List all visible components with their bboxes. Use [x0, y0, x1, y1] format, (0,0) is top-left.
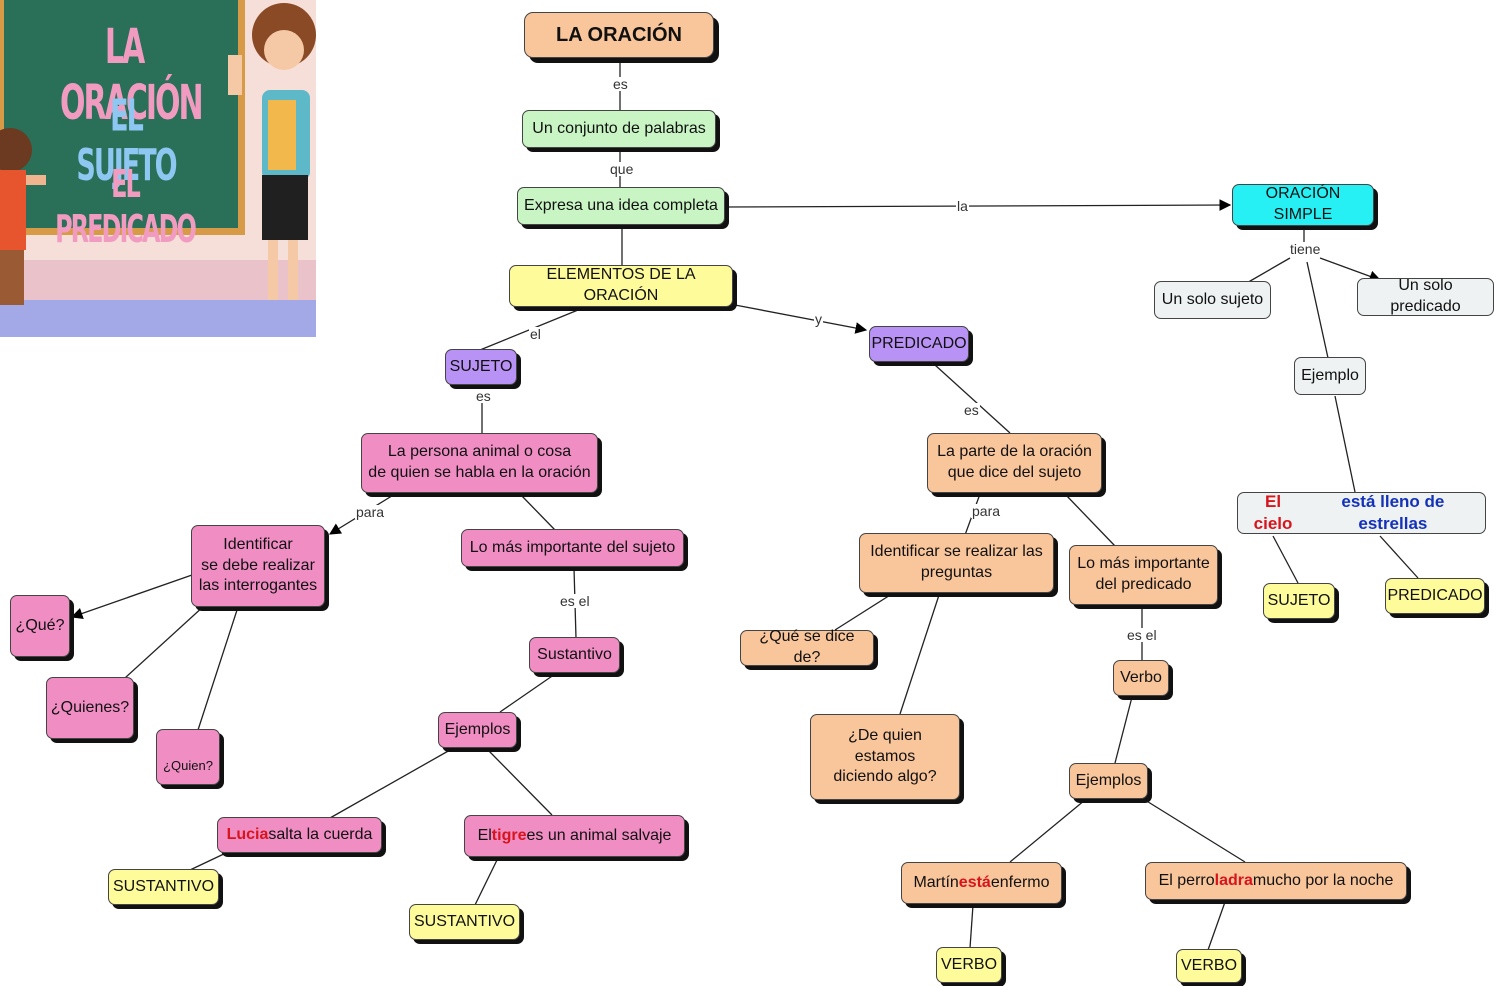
link-identificar-quien	[197, 606, 239, 731]
link-perro-verbo	[1207, 901, 1226, 951]
link-cielo-sujeto	[1272, 535, 1299, 584]
link-tiene-ejemplo	[1306, 261, 1329, 359]
link-ejemplo-cielo	[1334, 395, 1356, 493]
node-sustantivo-2[interactable]: SUSTANTIVO	[409, 904, 520, 940]
link-label-es-el-predicado: es el	[1126, 627, 1158, 643]
node-verbo-2[interactable]: VERBO	[1176, 949, 1242, 983]
link-label-es-predicado: es	[963, 402, 980, 418]
martin-highlight: está	[958, 873, 991, 891]
link-identificar-quienes	[124, 604, 206, 679]
node-verbo[interactable]: Verbo	[1113, 660, 1169, 696]
link-ejemplos-tigre	[487, 749, 553, 816]
perro-highlight: ladra	[1214, 871, 1253, 889]
martin-rest: enfermo	[990, 873, 1050, 891]
link-label-tiene: tiene	[1289, 241, 1322, 257]
link-sustantivo-ejemplos	[499, 671, 559, 713]
link-cielo-predicado	[1379, 535, 1419, 579]
node-elementos-oracion[interactable]: ELEMENTOS DE LA ORACIÓN	[509, 265, 733, 307]
martin-start: Martín	[913, 873, 959, 891]
perro-rest: mucho por la noche	[1252, 871, 1394, 889]
node-ejemplos-sujeto[interactable]: Ejemplos	[438, 712, 517, 748]
node-un-solo-sujeto[interactable]: Un solo sujeto	[1154, 281, 1271, 319]
cielo-subject-text: El cielo	[1253, 491, 1293, 533]
node-expresa-idea[interactable]: Expresa una idea completa	[517, 187, 725, 225]
link-expresa-simple	[724, 199, 1232, 211]
node-perro[interactable]: El perro ladra mucho por la noche	[1145, 862, 1407, 900]
link-elementos-predicado	[734, 304, 868, 334]
link-ejemplos-lucia	[329, 749, 451, 819]
link-label-para-sujeto: para	[355, 504, 386, 520]
node-importante-sujeto[interactable]: Lo más importante del sujeto	[461, 529, 684, 567]
node-quienes[interactable]: ¿Quienes?	[46, 677, 134, 739]
node-martin[interactable]: Martín está enfermo	[901, 862, 1062, 904]
node-verbo-1[interactable]: VERBO	[936, 947, 1002, 983]
node-quien[interactable]: ¿Quien?	[156, 729, 220, 785]
node-oracion-simple[interactable]: ORACIÓN SIMPLE	[1232, 184, 1374, 226]
node-que[interactable]: ¿Qué?	[10, 595, 70, 657]
node-lucia[interactable]: Lucia salta la cuerda	[217, 817, 382, 853]
node-un-solo-predicado[interactable]: Un solo predicado	[1357, 277, 1494, 316]
node-sujeto-example[interactable]: SUJETO	[1263, 583, 1335, 619]
node-sustantivo[interactable]: Sustantivo	[529, 637, 620, 673]
link-predicado-parte	[934, 364, 1011, 434]
cielo-predicate-text: está lleno de estrellas	[1341, 491, 1445, 533]
node-parte-oracion[interactable]: La parte de la oración que dice del suje…	[927, 433, 1102, 493]
lucia-highlight: Lucia	[226, 825, 269, 843]
node-persona-animal-cosa[interactable]: La persona animal o cosa de quien se hab…	[361, 433, 598, 493]
link-martin-verbo	[969, 904, 974, 949]
link-verbo-ejemplos	[1114, 696, 1133, 764]
node-importante-predicado[interactable]: Lo más importante del predicado	[1069, 545, 1218, 605]
link-parte-importante	[1064, 493, 1116, 547]
node-de-quien[interactable]: ¿De quien estamos diciendo algo?	[810, 714, 960, 800]
node-la-oracion[interactable]: LA ORACIÓN	[524, 12, 714, 58]
link-label-es-sujeto: es	[475, 388, 492, 404]
node-predicado[interactable]: PREDICADO	[869, 326, 969, 362]
tigre-highlight: tigre	[491, 826, 527, 844]
tigre-start: El	[477, 826, 492, 844]
link-label-el: el	[529, 326, 542, 342]
node-el-cielo[interactable]: El cielo está lleno de estrellas	[1237, 492, 1486, 534]
link-persona-importante	[519, 493, 556, 531]
node-identificar-preguntas[interactable]: Identificar se realizar las preguntas	[859, 533, 1054, 593]
lucia-rest: salta la cuerda	[268, 825, 373, 843]
link-label-que: que	[609, 161, 635, 177]
node-conjunto-palabras[interactable]: Un conjunto de palabras	[522, 110, 716, 148]
illustration-thumbnail: LA ORACIÓN EL SUJETO EL PREDICADO	[0, 0, 316, 337]
link-label-la: la	[956, 198, 969, 214]
link-tiene-solo-predicado	[1319, 257, 1382, 282]
link-ejemplos-perro	[1144, 799, 1246, 863]
perro-start: El perro	[1158, 871, 1215, 889]
thumbnail-title-3: EL PREDICADO	[55, 162, 197, 252]
link-lucia-sustantivo	[189, 851, 229, 871]
node-predicado-example[interactable]: PREDICADO	[1385, 578, 1485, 614]
link-label-es: es	[612, 76, 629, 92]
link-identificar-dequien	[899, 591, 941, 715]
tigre-rest: es un animal salvaje	[526, 826, 672, 844]
node-sustantivo-1[interactable]: SUSTANTIVO	[108, 869, 219, 905]
link-label-para-predicado: para	[971, 503, 1002, 519]
node-ejemplo[interactable]: Ejemplo	[1294, 357, 1366, 395]
node-ejemplos-predicado[interactable]: Ejemplos	[1069, 763, 1148, 799]
link-identificar-que	[70, 574, 193, 620]
node-tigre[interactable]: El tigre es un animal salvaje	[464, 815, 685, 857]
node-sujeto[interactable]: SUJETO	[445, 349, 517, 385]
link-label-y: y	[814, 311, 823, 327]
thumbnail-title-1: LA ORACIÓN	[60, 20, 204, 132]
link-ejemplos-martin	[1009, 799, 1086, 863]
thumbnail-title-2: EL SUJETO	[76, 92, 177, 192]
link-tiene-solo-sujeto	[1244, 257, 1291, 285]
node-identificar-interrogantes[interactable]: Identificar se debe realizar las interro…	[191, 525, 325, 607]
link-identificar-quedice	[834, 591, 896, 631]
link-tigre-sustantivo	[474, 857, 499, 906]
node-que-se-dice[interactable]: ¿Qué se dice de?	[740, 628, 874, 666]
link-label-es-el-sujeto: es el	[559, 593, 591, 609]
